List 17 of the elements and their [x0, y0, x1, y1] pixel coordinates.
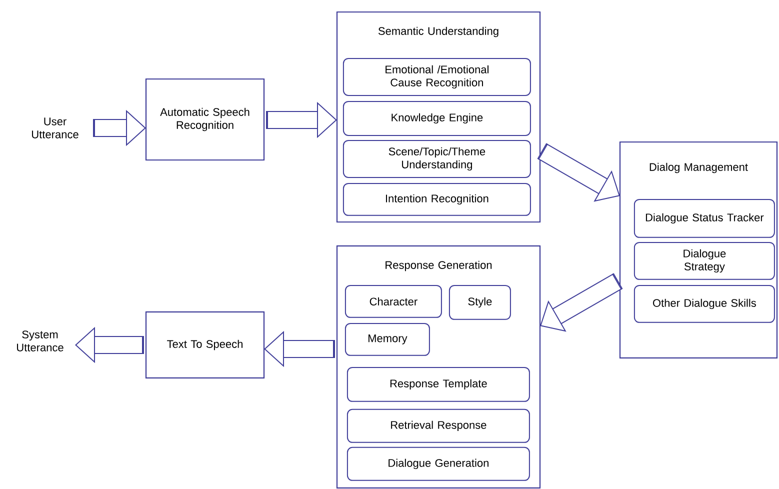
component-box: Memory [344, 322, 430, 356]
component-box: Retrieval Response [346, 408, 530, 443]
component-box: Dialogue Strategy [634, 242, 775, 280]
output-label: System Utterance [17, 330, 64, 352]
component-box: Dialogue Status Tracker [634, 198, 775, 238]
component-box: Other Dialogue Skills [634, 284, 775, 323]
component-box: Style [448, 284, 511, 320]
component-box: Emotional /Emotional Cause Recognition [342, 58, 531, 96]
component-box: Scene/Topic/Theme Understanding [342, 140, 531, 178]
input-label: User Utterance [32, 118, 78, 138]
component-box: Knowledge Engine [342, 100, 531, 136]
component-box: Response Template [346, 366, 530, 402]
component-box: Character [344, 284, 442, 318]
component-box: Dialogue Generation [346, 446, 530, 481]
component-box: Intention Recognition [342, 182, 531, 216]
process-box: Text To Speech [145, 311, 265, 379]
process-box: Automatic Speech Recognition [145, 78, 265, 161]
